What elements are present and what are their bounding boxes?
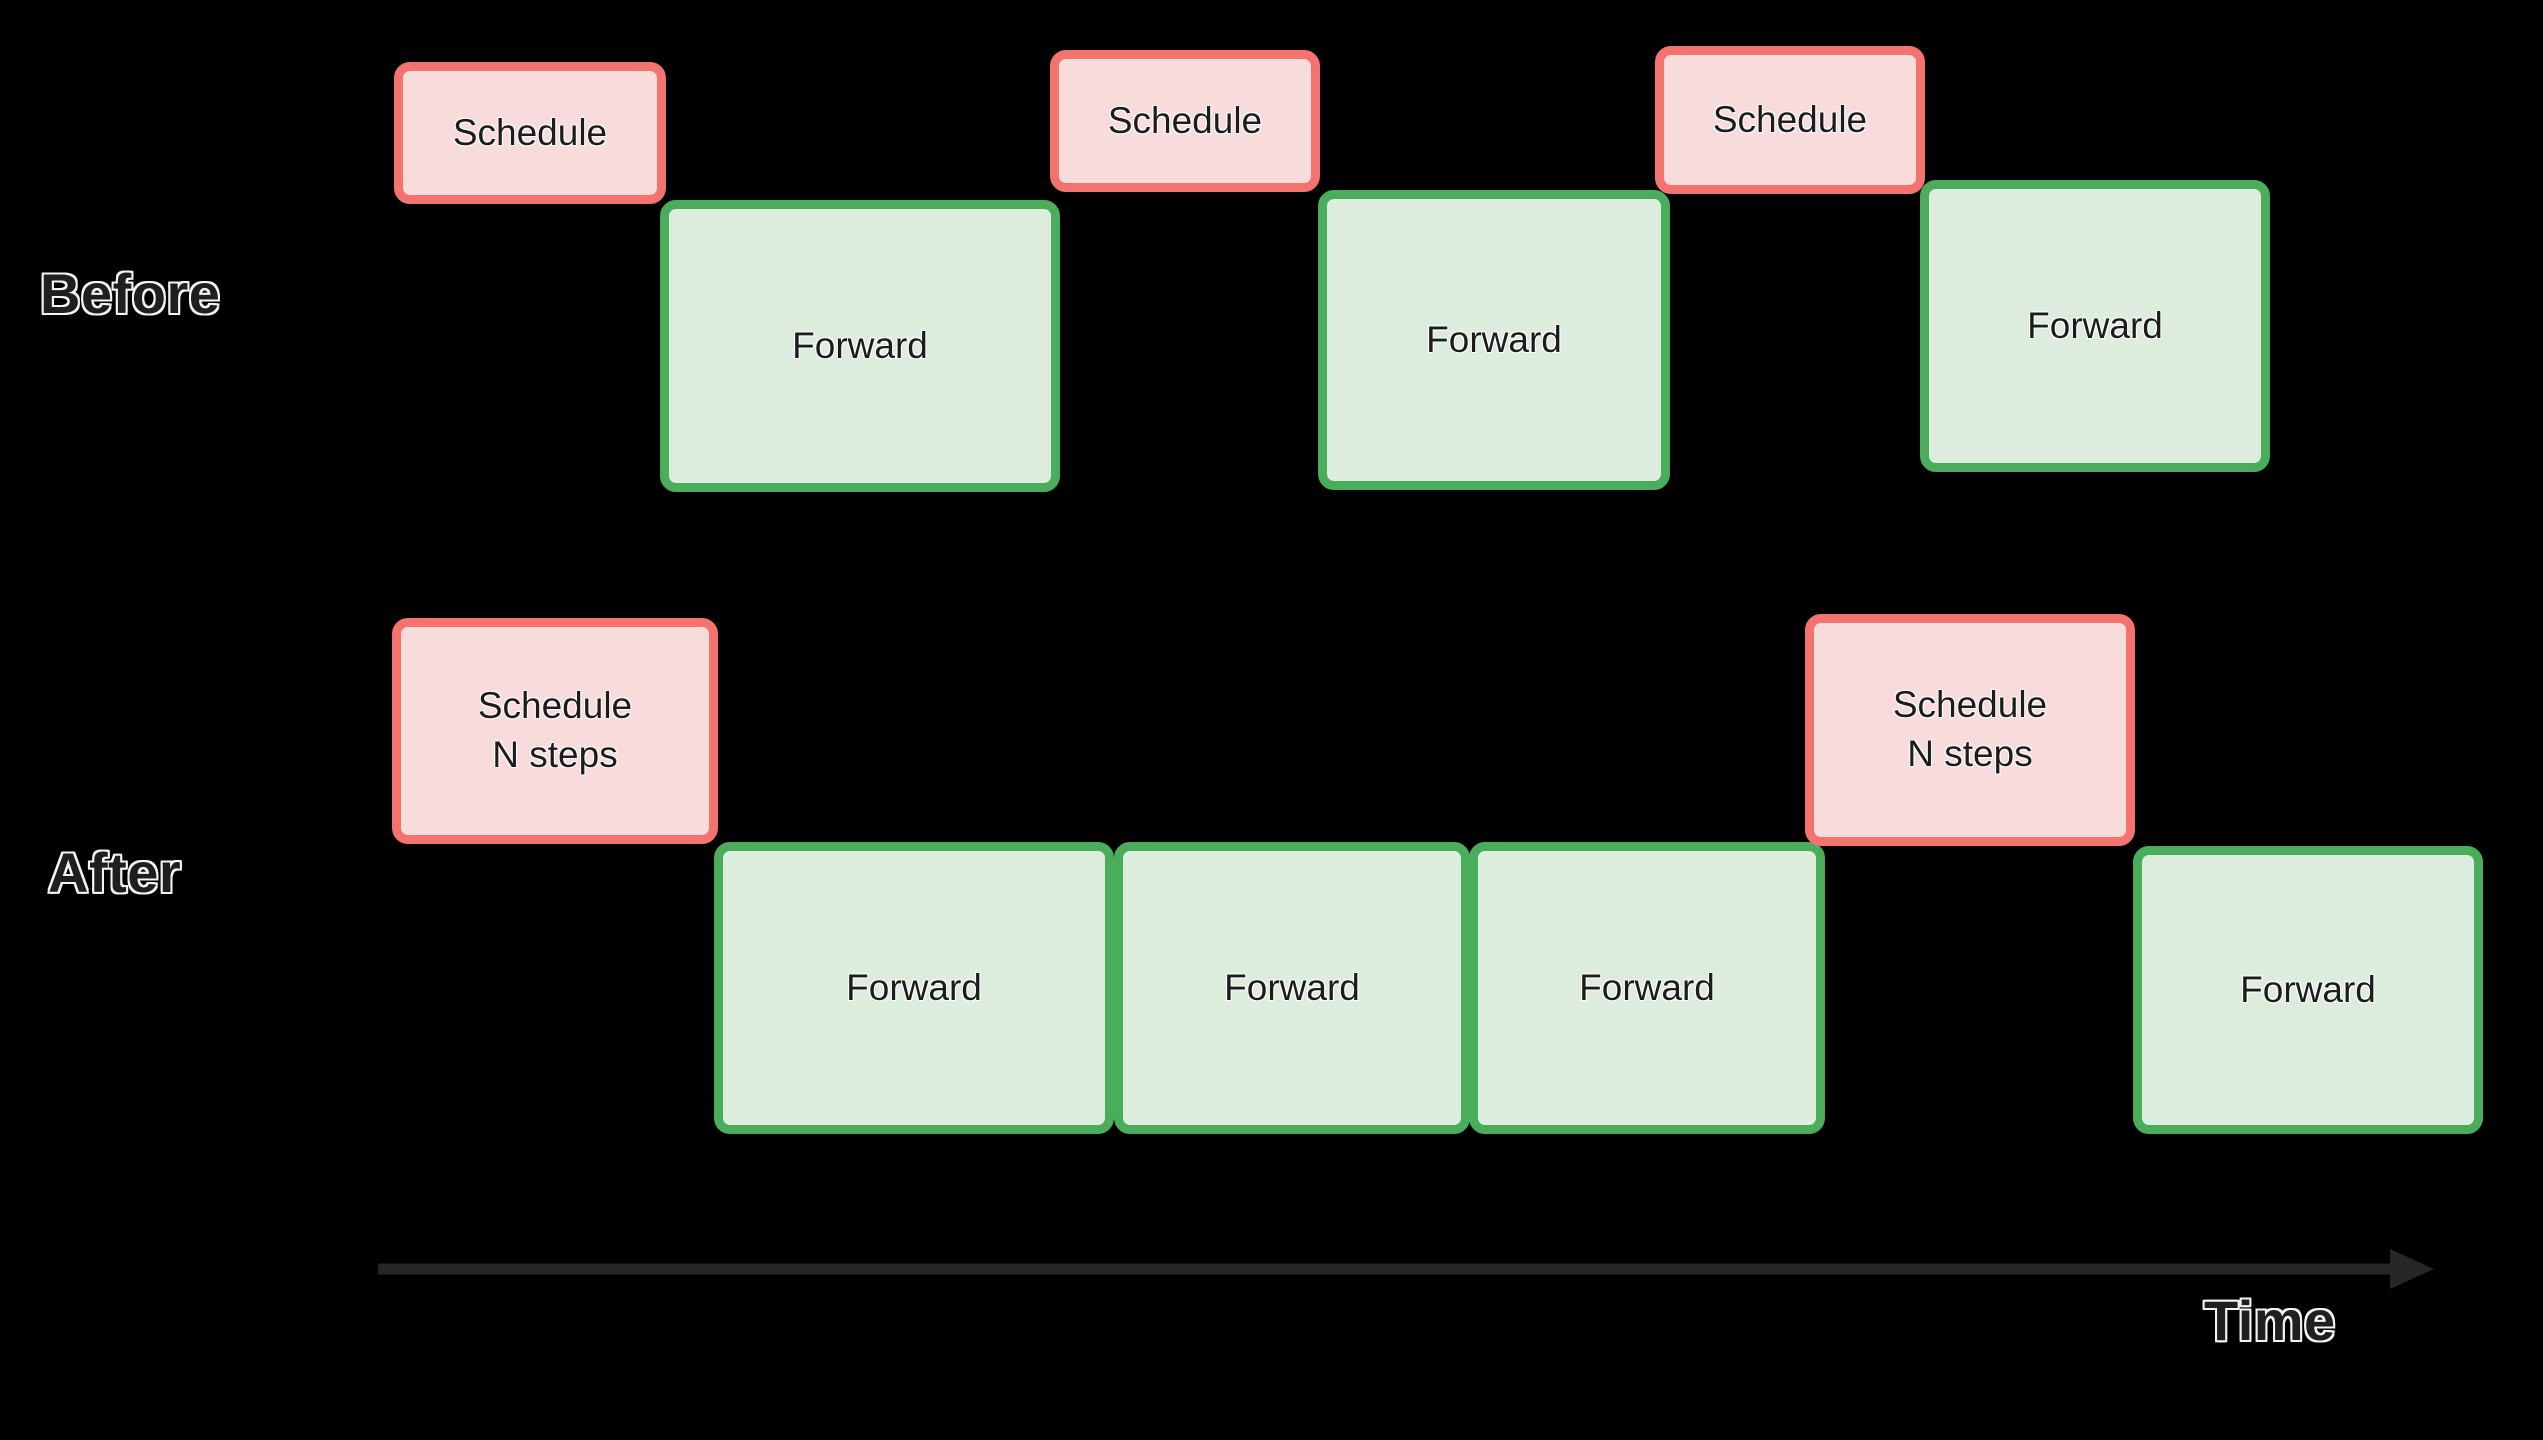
after-forward-box-3[interactable]: Forward xyxy=(1469,842,1825,1134)
before-schedule-box-1[interactable]: Schedule xyxy=(394,62,666,204)
after-forward-box-4[interactable]: Forward xyxy=(2133,846,2483,1134)
after-forward-box-2[interactable]: Forward xyxy=(1114,842,1470,1134)
time-axis-arrow xyxy=(378,1243,2438,1295)
before-forward-box-3[interactable]: Forward xyxy=(1920,180,2270,472)
before-schedule-box-3[interactable]: Schedule xyxy=(1655,46,1925,194)
before-forward-box-1[interactable]: Forward xyxy=(660,200,1060,492)
after-schedule-box-1[interactable]: Schedule N steps xyxy=(392,618,718,844)
time-axis-label: Time xyxy=(2203,1289,2337,1352)
before-forward-box-2[interactable]: Forward xyxy=(1318,190,1670,490)
after-schedule-box-2[interactable]: Schedule N steps xyxy=(1805,614,2135,846)
row-label-after: After xyxy=(46,841,182,904)
arrow-right-icon xyxy=(378,1249,2434,1289)
row-label-before: Before xyxy=(38,262,221,325)
after-forward-box-1[interactable]: Forward xyxy=(714,842,1114,1134)
before-schedule-box-2[interactable]: Schedule xyxy=(1050,50,1320,192)
